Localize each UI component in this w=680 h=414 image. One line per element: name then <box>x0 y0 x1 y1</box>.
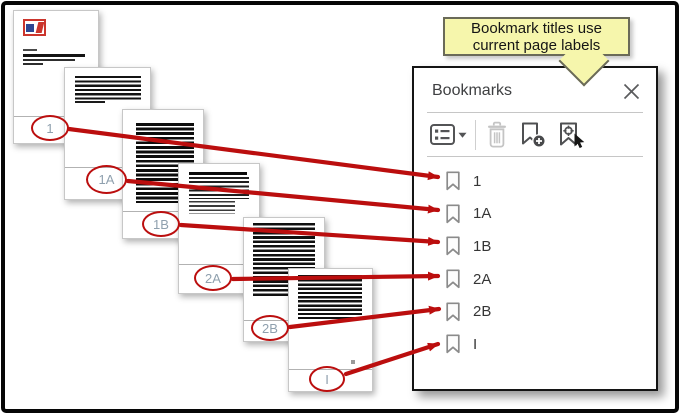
callout-text-line2: current page labels <box>472 36 601 54</box>
bookmark-label: 2A <box>473 270 492 288</box>
bookmark-row-1A[interactable]: 1A <box>414 198 656 231</box>
bookmark-label: I <box>473 335 478 353</box>
redacted-text-block <box>75 76 141 100</box>
redacted-text-block <box>189 177 249 199</box>
select-bookmark-button[interactable] <box>556 121 586 149</box>
page-label: 2A <box>205 270 221 286</box>
bookmark-ribbon-icon <box>445 171 461 191</box>
page-label-circle-1B: 1B <box>142 211 180 237</box>
page-footer-rule <box>179 264 259 265</box>
bookmark-cursor-icon <box>560 122 585 148</box>
callout-tail <box>556 54 614 89</box>
callout-bubble: Bookmark titles use current page labels <box>443 17 630 56</box>
bookmark-row-I[interactable]: I <box>414 328 656 361</box>
page-label-circle-1A: 1A <box>86 165 127 194</box>
page-label-circle-I: I <box>309 366 345 392</box>
trash-icon <box>488 121 506 147</box>
page-label-circle-2B: 2B <box>251 315 289 341</box>
document-logo <box>23 19 46 36</box>
page-label: 1B <box>153 216 169 232</box>
list-options-icon <box>430 123 467 145</box>
page-label: 1 <box>46 120 54 136</box>
separator <box>427 156 643 157</box>
bookmark-label: 2B <box>473 303 492 321</box>
bookmark-list: 1 1A 1B 2A 2B I <box>414 157 656 361</box>
chevron-down-icon <box>458 132 467 138</box>
bookmark-label: 1 <box>473 172 482 190</box>
bookmark-ribbon-icon <box>445 334 461 354</box>
bookmark-ribbon-icon <box>445 236 461 256</box>
bookmark-row-1B[interactable]: 1B <box>414 230 656 263</box>
close-button[interactable] <box>620 80 642 102</box>
new-bookmark-button[interactable] <box>518 121 547 149</box>
separator <box>427 112 643 113</box>
close-x-icon <box>623 83 639 99</box>
panel-toolbar <box>414 113 656 156</box>
redacted-text-block <box>298 275 362 319</box>
bookmark-label: 1A <box>473 205 492 223</box>
bookmark-label: 1B <box>473 237 492 255</box>
delete-bookmark-button[interactable] <box>485 121 509 149</box>
bookmarks-panel: Bookmarks <box>412 66 658 391</box>
bookmark-ribbon-icon <box>445 204 461 224</box>
page-label-circle-2A: 2A <box>194 265 232 291</box>
panel-header: Bookmarks <box>414 68 656 112</box>
bookmark-row-2A[interactable]: 2A <box>414 263 656 296</box>
page-label-circle-1: 1 <box>31 115 69 141</box>
bookmark-ribbon-icon <box>445 302 461 322</box>
panel-title: Bookmarks <box>432 82 513 99</box>
bookmark-row-2B[interactable]: 2B <box>414 295 656 328</box>
bookmark-add-icon <box>522 122 546 148</box>
callout-text-line1: Bookmark titles use <box>471 19 602 37</box>
bookmark-ribbon-icon <box>445 269 461 289</box>
page-label: 1A <box>98 172 115 187</box>
page-label: I <box>325 371 329 387</box>
page-label: 2B <box>262 320 278 336</box>
redacted-text-block <box>189 201 235 214</box>
bookmark-row-1[interactable]: 1 <box>414 165 656 198</box>
toolbar-divider <box>475 119 476 150</box>
options-menu-button[interactable] <box>430 123 468 146</box>
